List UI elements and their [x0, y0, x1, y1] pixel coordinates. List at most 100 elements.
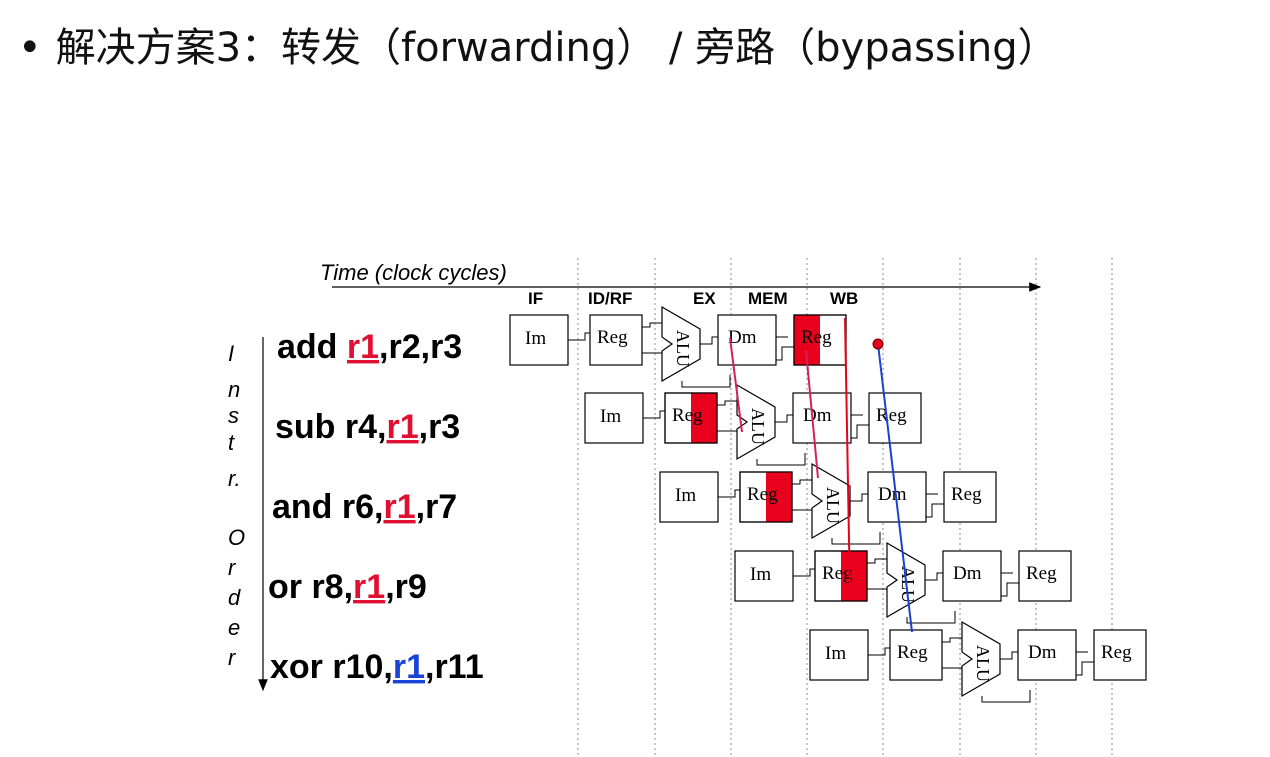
reg-label: Reg — [876, 405, 907, 426]
reg-wb-box — [868, 392, 922, 444]
order-letter: r. — [228, 466, 241, 491]
pipeline-row-2: Im Reg ALU Dm Reg — [584, 383, 922, 466]
reg-wb-box — [943, 471, 997, 523]
alu-shape — [961, 620, 1001, 698]
dm-box — [717, 314, 777, 366]
instruction-operands: ,r9 — [385, 568, 427, 606]
instruction-5: xor r10,r1,r11 — [270, 648, 484, 686]
instruction-operands: ,r2,r3 — [379, 328, 462, 366]
r1-operand: r1 — [383, 488, 415, 526]
order-letter: I — [228, 341, 234, 366]
dm-label: Dm — [1028, 642, 1057, 663]
reg-id-box — [889, 629, 943, 681]
alu-label: ALU — [823, 487, 843, 524]
r1-operand: r1 — [353, 568, 385, 606]
order-letter: t — [228, 430, 235, 455]
reg-label: Reg — [597, 327, 628, 348]
instruction-opcode: and r6, — [272, 488, 383, 526]
pipeline-row-5: Im Reg ALU Dm Reg — [809, 620, 1147, 703]
instruction-operands: ,r7 — [416, 488, 458, 526]
forward-path-wb-to-id — [844, 317, 851, 596]
alu-label: ALU — [748, 408, 768, 445]
stage-label-id-rf: ID/RF — [588, 289, 632, 308]
im-box — [509, 314, 569, 366]
r1-operand: r1 — [393, 648, 425, 686]
reg-label: Reg — [672, 405, 703, 426]
instruction-operands: ,r3 — [419, 408, 461, 446]
reg-label: Reg — [801, 327, 832, 348]
reg-label: Reg — [1026, 563, 1057, 584]
order-letter: O — [228, 525, 245, 550]
order-letter: s — [228, 403, 239, 428]
bypass-origin-dot — [872, 338, 884, 350]
pipeline-row-4: Im Reg ALU Dm Reg — [734, 541, 1072, 624]
forward-path-ex-to-ex — [729, 337, 743, 433]
reg-label: Reg — [1101, 642, 1132, 663]
im-box — [809, 629, 869, 681]
reg-label: Reg — [951, 484, 982, 505]
stage-label-ex: EX — [693, 289, 716, 308]
heading-text: 解决方案3：转发（forwarding） / 旁路（bypassing） — [55, 25, 1058, 71]
instruction-3: and r6,r1,r7 — [272, 488, 457, 526]
im-box — [734, 550, 794, 602]
im-label: Im — [825, 643, 846, 664]
alu-label: ALU — [973, 645, 993, 682]
time-axis-label: Time (clock cycles) — [320, 260, 507, 285]
reg-read-highlight — [766, 472, 792, 522]
slide-heading: • 解决方案3：转发（forwarding） / 旁路（bypassing） — [18, 18, 1058, 78]
im-label: Im — [675, 485, 696, 506]
dm-label: Dm — [803, 405, 832, 426]
alu-shape — [736, 383, 776, 461]
reg-wb-box — [1093, 629, 1147, 681]
reg-label: Reg — [822, 563, 853, 584]
alu-label: ALU — [898, 566, 918, 603]
order-letter: e — [228, 615, 240, 640]
reg-wb-box — [1018, 550, 1072, 602]
forwarding-paths — [729, 317, 913, 633]
reg-label: Reg — [747, 484, 778, 505]
reg-label: Reg — [897, 642, 928, 663]
dm-box — [942, 550, 1002, 602]
im-box — [584, 392, 644, 444]
stage-label-mem: MEM — [748, 289, 788, 308]
reg-read-highlight — [691, 393, 717, 443]
dm-label: Dm — [878, 484, 907, 505]
instruction-operands: ,r11 — [425, 648, 484, 686]
dm-box — [1017, 629, 1077, 681]
im-label: Im — [750, 564, 771, 585]
instruction-1: add r1,r2,r3 — [277, 328, 462, 366]
instruction-opcode: add — [277, 328, 347, 366]
instruction-opcode: sub r4, — [275, 408, 386, 446]
r1-operand: r1 — [386, 408, 418, 446]
alu-label: ALU — [673, 330, 693, 367]
stage-label-wb: WB — [830, 289, 858, 308]
r1-operand: r1 — [347, 328, 379, 366]
im-box — [659, 471, 719, 523]
instruction-2: sub r4,r1,r3 — [275, 408, 460, 446]
order-letter: d — [228, 585, 241, 610]
reg-id-box — [589, 314, 643, 366]
stage-label-if: IF — [528, 289, 543, 308]
bullet: • — [18, 25, 42, 71]
dm-label: Dm — [728, 327, 757, 348]
dm-box — [792, 392, 852, 444]
pipeline-row-1: Im Reg ALU Dm Reg — [509, 305, 847, 388]
im-label: Im — [525, 328, 546, 349]
alu-shape — [661, 305, 701, 383]
bypass-path-blue — [877, 343, 913, 633]
order-letter: r — [228, 555, 237, 580]
instruction-opcode: xor r10, — [270, 648, 393, 686]
order-letter: r — [228, 645, 237, 670]
forward-path-mem-to-ex — [805, 349, 819, 479]
instruction-opcode: or r8, — [268, 568, 353, 606]
pipeline-row-3: Im Reg ALU Dm Reg — [659, 462, 997, 545]
instruction-4: or r8,r1,r9 — [268, 568, 427, 606]
reg-read-highlight — [841, 551, 867, 601]
im-label: Im — [600, 406, 621, 427]
alu-shape — [811, 462, 851, 540]
dm-label: Dm — [953, 563, 982, 584]
